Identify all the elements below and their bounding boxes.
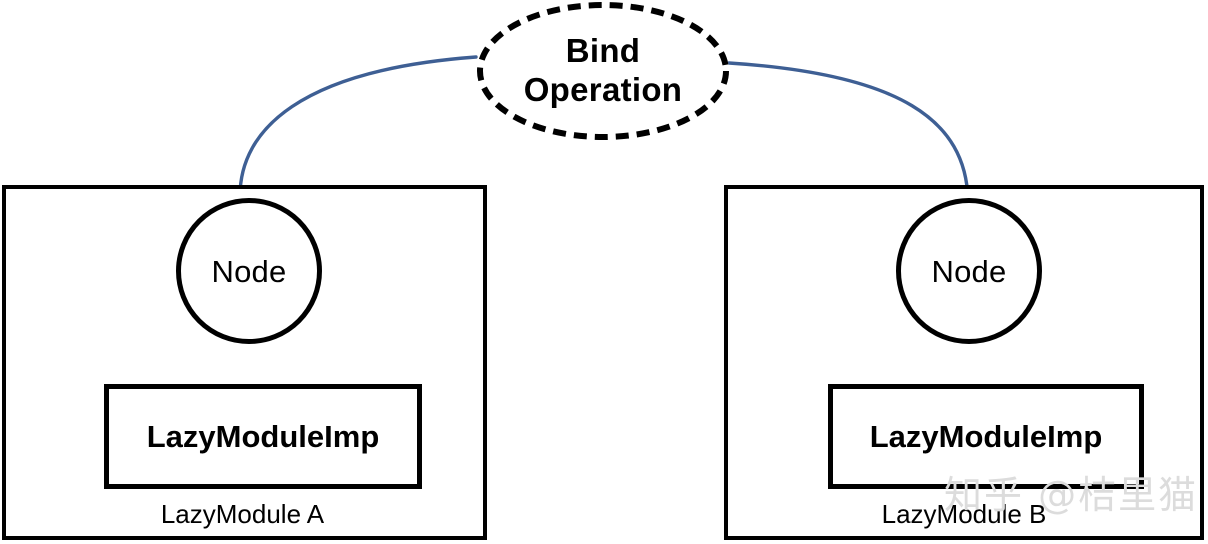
- node-label-a: Node: [211, 253, 287, 289]
- watermark-text: 知乎 @桔里猫: [944, 473, 1199, 517]
- node-label-b: Node: [931, 253, 1007, 289]
- lazy-module-a-container: Node LazyModuleImp LazyModule A: [2, 185, 487, 540]
- bind-operation-label: Bind Operation: [524, 32, 683, 110]
- lazy-module-a-caption: LazyModule A: [160, 499, 325, 529]
- bind-operation-ellipse[interactable]: Bind Operation: [477, 2, 729, 140]
- lazy-module-b-container: Node LazyModuleImp LazyModule B: [724, 185, 1204, 540]
- node-circle-b[interactable]: Node: [896, 198, 1042, 344]
- edge-bind-to-module-b: [727, 61, 970, 202]
- lazy-module-imp-box-b[interactable]: LazyModuleImp: [828, 384, 1144, 489]
- edge-module-a-to-bind: [238, 55, 478, 198]
- lazy-module-imp-label-b: LazyModuleImp: [869, 419, 1103, 454]
- lazy-module-imp-label-a: LazyModuleImp: [146, 419, 380, 454]
- lazy-module-imp-box-a[interactable]: LazyModuleImp: [104, 384, 422, 489]
- node-circle-a[interactable]: Node: [176, 198, 322, 344]
- lazy-module-b-caption: LazyModule B: [881, 499, 1047, 529]
- bind-operation-label-line2: Operation: [523, 71, 683, 108]
- bind-operation-label-line1: Bind: [565, 32, 641, 70]
- dashed-ellipse-outline: [477, 2, 729, 140]
